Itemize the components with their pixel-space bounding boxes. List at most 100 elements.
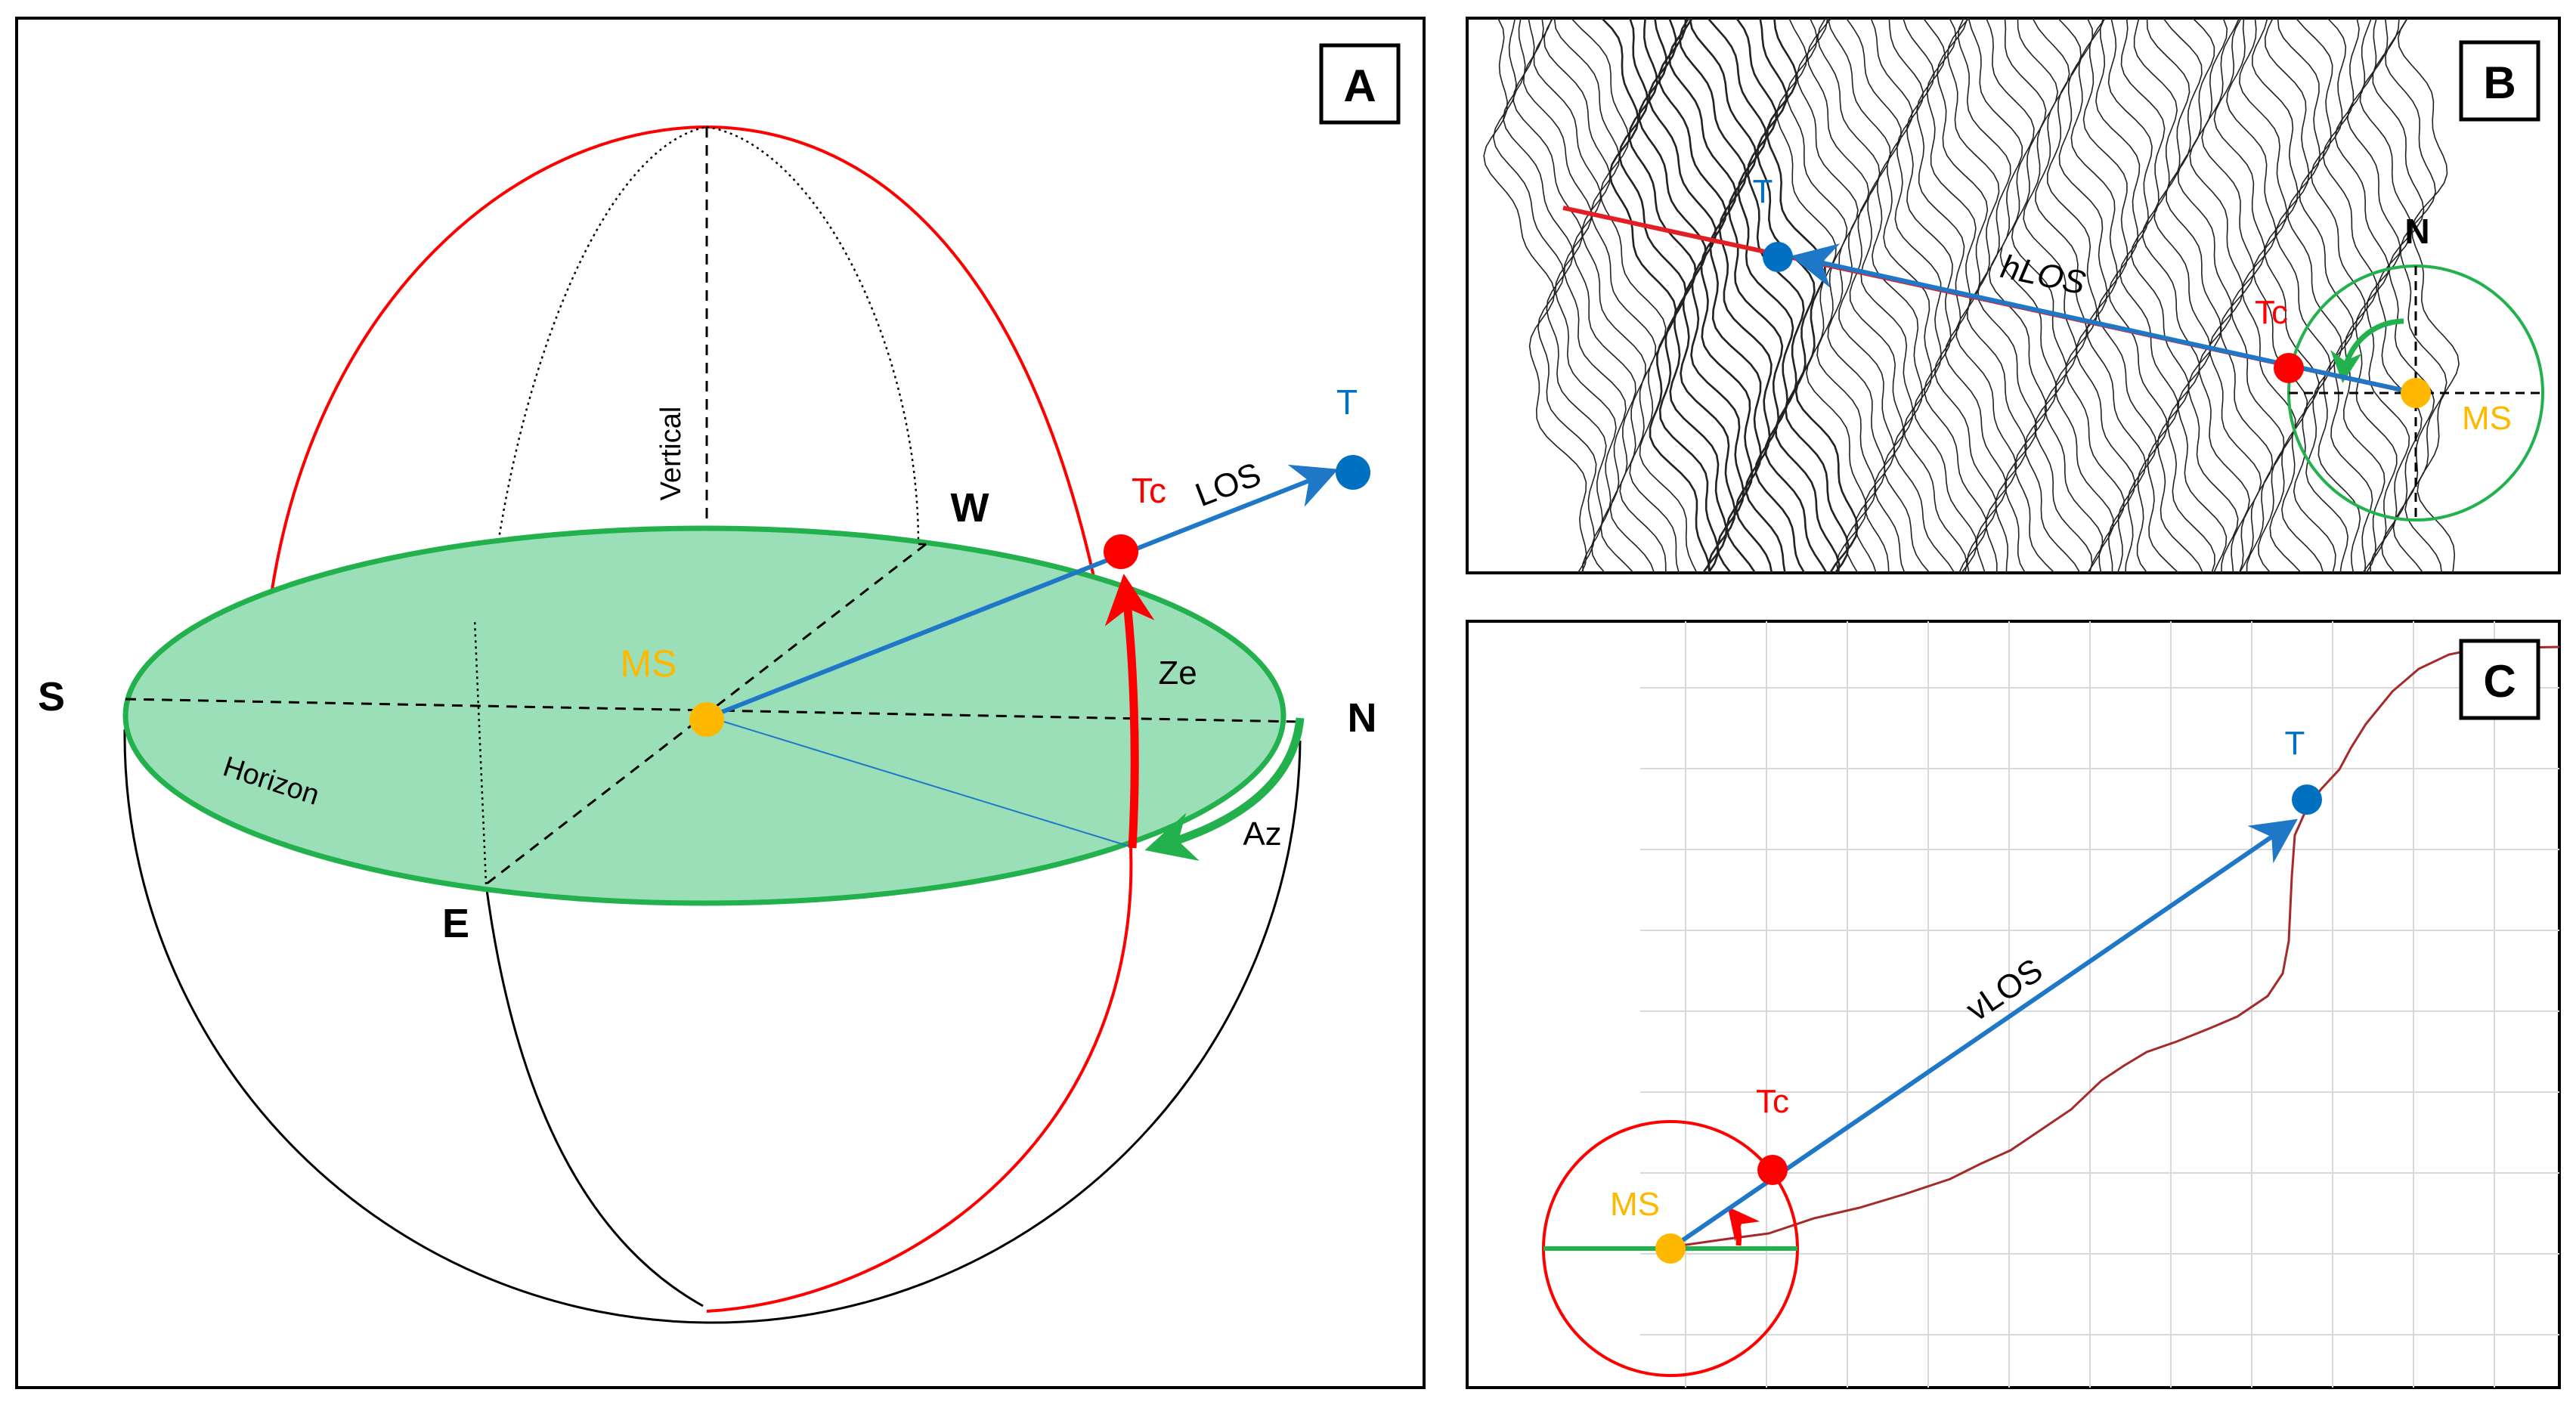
azimuth-arc-b [2330, 318, 2404, 383]
contour-line [1638, 18, 1736, 573]
contour-line [1735, 18, 1841, 573]
c-station-point [1655, 1233, 1686, 1264]
c-station-label: MS [1610, 1186, 1660, 1223]
zenith-label: Ze [1158, 654, 1197, 692]
contour-line [2177, 18, 2250, 573]
contour-line [2238, 18, 2308, 573]
b-north-label: N [2404, 212, 2429, 251]
contour-line [2346, 18, 2410, 573]
contour-line [2310, 18, 2373, 573]
panel-a-letter-box [1319, 43, 1401, 125]
contour-line [1628, 18, 1728, 573]
target-point [1336, 455, 1370, 490]
panel-c-letter-box [2459, 639, 2540, 720]
contour-line [1957, 18, 2038, 573]
contour-line [2397, 18, 2460, 573]
los-arrow [705, 464, 1339, 720]
contour-line [2189, 18, 2262, 573]
contour-line [2251, 18, 2324, 573]
contour-line [1869, 18, 1968, 573]
panel-b-letter-box [2459, 40, 2540, 122]
contour-line [2120, 18, 2204, 573]
contour-line [2163, 18, 2239, 573]
contour-line [1766, 18, 1859, 573]
contour-line [1668, 18, 1773, 573]
zenith-arc [1104, 574, 1155, 849]
c-target-projection-label: Tc [1756, 1083, 1789, 1120]
b-target-projection-label: Tc [2255, 294, 2288, 331]
lower-hemisphere-outline [123, 729, 1302, 1324]
panel-b: T Tc MS N hLOS B [1466, 17, 2561, 574]
contour-line [1553, 18, 1680, 573]
north-label: N [1348, 695, 1377, 741]
contour-line [2082, 18, 2157, 573]
b-station-point [2401, 378, 2431, 408]
west-label: W [951, 485, 989, 531]
panel-c-frame [1466, 620, 2561, 1389]
contour-line [1985, 18, 2081, 573]
contour-line [1503, 18, 1607, 573]
terrain-profile [1670, 645, 2560, 1249]
contour-line [2277, 18, 2349, 573]
dotted-meridian-on-disk [473, 619, 488, 885]
panel-b-frame [1466, 17, 2561, 574]
contour-line [2334, 18, 2398, 573]
panel-c: MS Tc T vLOS C [1466, 620, 2561, 1389]
contour-line [1926, 18, 2008, 573]
azimuth-label: Az [1243, 815, 1281, 853]
c-target-point [2292, 784, 2322, 815]
station-point [689, 702, 724, 737]
contour-line [2107, 18, 2179, 573]
red-meridian-upper [271, 125, 1132, 832]
contour-line [2264, 18, 2336, 573]
contour-line [2133, 18, 2215, 573]
b-target-point [1763, 242, 1793, 272]
contour-line [2226, 18, 2296, 573]
hlos-arrow [1791, 243, 2417, 395]
contour-line [2070, 18, 2147, 573]
profile-grid [1640, 621, 2559, 1388]
contour-line [1678, 18, 1786, 573]
contour-line [1776, 18, 1868, 573]
contour-line [1796, 18, 1886, 573]
contour-line [1543, 18, 1667, 573]
contour-map [1483, 18, 2460, 573]
target-label: T [1336, 382, 1358, 422]
azimuth-direction-line [704, 715, 1131, 847]
contour-line [1968, 18, 2055, 573]
contour-line [1512, 18, 1617, 573]
contour-line [2032, 18, 2114, 573]
target-projection-point [1104, 534, 1138, 569]
contour-line [1689, 18, 1806, 573]
contour-line [1816, 18, 1906, 573]
contour-line [2146, 18, 2228, 573]
contour-line [2359, 18, 2423, 573]
contour-line [1827, 18, 1930, 573]
contour-line [2095, 18, 2169, 573]
contour-line [1786, 18, 1877, 573]
azimuth-arc [1144, 717, 1305, 862]
b-target-projection-point [2274, 353, 2304, 383]
east-label: E [442, 901, 469, 946]
contour-line [1571, 18, 1698, 573]
contour-line [2046, 18, 2126, 573]
target-projection-label: Tc [1132, 471, 1166, 510]
station-label: MS [621, 642, 677, 685]
contour-line [1599, 18, 1711, 573]
b-target-label: T [1753, 173, 1773, 210]
contour-line [1648, 18, 1745, 573]
contour-line [1845, 18, 1955, 573]
b-station-label: MS [2462, 400, 2512, 437]
contour-line [1492, 18, 1597, 573]
panel-a-letter: A [1343, 60, 1376, 111]
contour-line [1807, 18, 1895, 573]
panel-a: A Vertical S N W [15, 17, 1426, 1389]
contour-line [1756, 18, 1850, 573]
dotted-meridian-west [706, 125, 920, 545]
vertical-label: Vertical [655, 407, 687, 501]
contour-line [1707, 18, 1828, 573]
zenith-arc-c [1727, 1206, 1760, 1246]
contour-line [1946, 18, 2027, 573]
contour-line [1522, 18, 1634, 573]
